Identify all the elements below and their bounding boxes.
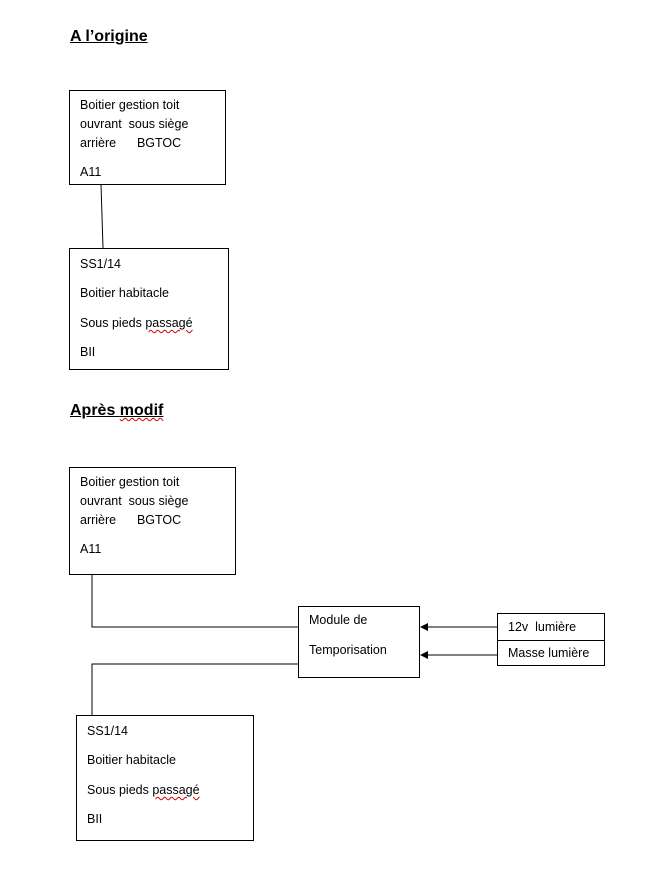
bgtoc-label-line1: Boitier gestion toit [80,475,180,489]
box-light-inputs: 12v lumière Masse lumière [497,613,605,666]
wire-module-to-bii [91,663,298,715]
bgtoc-label-line1: Boitier gestion toit [80,98,180,112]
heading-original: A l’origine [70,28,148,45]
bii-location: Sous pieds passagé [80,314,193,333]
box-bii-original: SS1/14 Boitier habitacle Sous pieds pass… [69,248,229,370]
heading-modified: Après modif [70,402,163,420]
box-bgtoc-modified: Boitier gestion toit ouvrant sous siège … [69,467,236,575]
bii-location-text: Sous pieds [87,783,153,797]
box-bgtoc-original: Boitier gestion toit ouvrant sous siège … [69,90,226,185]
bii-code: BII [87,812,103,826]
bgtoc-label-line2: ouvrant sous siège [80,117,189,131]
heading-modified-text: Après [70,402,120,419]
bii-code: BII [80,345,96,359]
bii-location: Sous pieds passagé [87,781,200,800]
module-label-line2: Temporisation [309,643,387,657]
bgtoc-label-line2: ouvrant sous siège [80,494,189,508]
bii-label: Boitier habitacle [80,286,169,300]
box-bii-modified: SS1/14 Boitier habitacle Sous pieds pass… [76,715,254,841]
box-temporisation-module: Module de Temporisation [298,606,420,678]
bii-ref: SS1/14 [87,724,129,738]
bii-ref: SS1/14 [80,257,122,271]
bii-label: Boitier habitacle [87,753,176,767]
bgtoc-code: A11 [80,165,102,179]
bgtoc-label-line3: arrière BGTOC [80,136,182,150]
bii-location-text: Sous pieds [80,316,146,330]
wire-bgtoc-to-module [91,574,298,628]
module-label-line1: Module de [309,613,368,627]
input-light-ground: Masse lumière [508,646,590,660]
input-divider [498,640,604,641]
bgtoc-code: A11 [80,542,102,556]
spellcheck-word: modif [119,402,164,419]
spellcheck-word: passagé [152,783,200,797]
bgtoc-label-line3: arrière BGTOC [80,513,182,527]
input-12v-light: 12v lumière [508,620,577,634]
spellcheck-word: passagé [145,316,193,330]
wire-bgtoc-to-bii-original [100,183,104,249]
